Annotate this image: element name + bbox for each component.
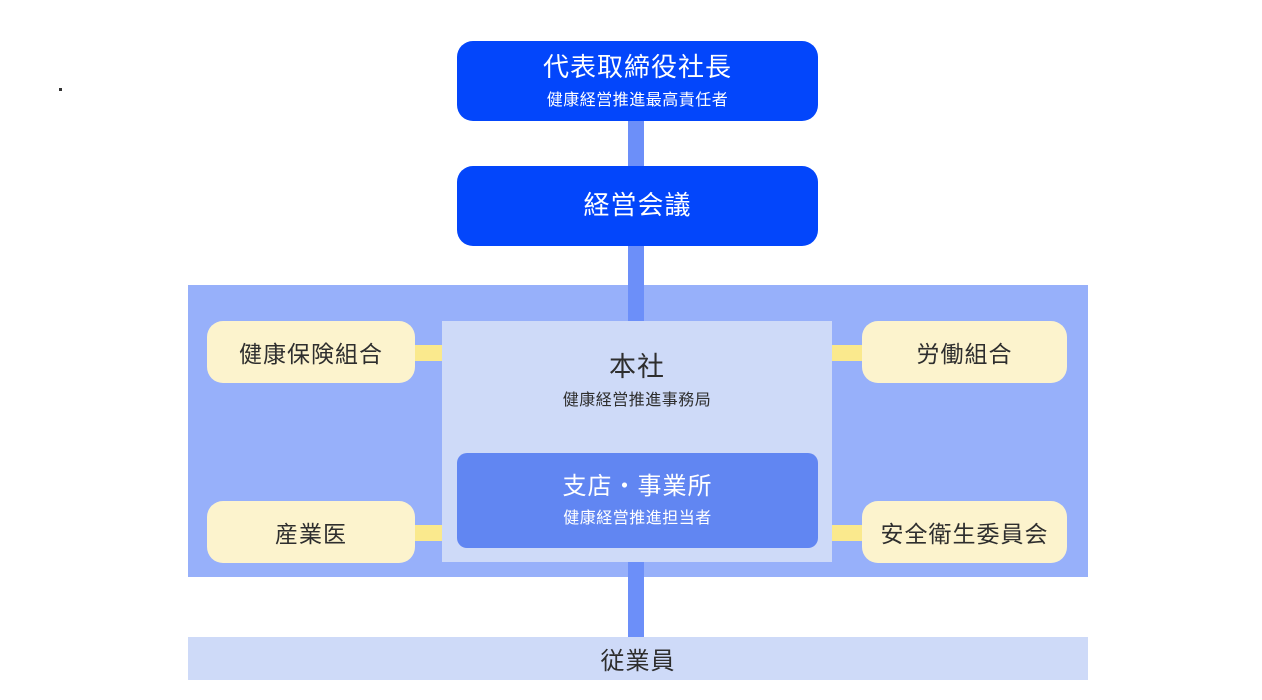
headquarters-title: 本社 bbox=[609, 352, 665, 382]
president-subtitle: 健康経営推進最高責任者 bbox=[546, 91, 729, 109]
industrial-physician-label: 産業医 bbox=[275, 521, 347, 547]
connector-president-meeting bbox=[628, 121, 644, 166]
branches-box: 支店・事業所 健康経営推進担当者 bbox=[457, 453, 818, 548]
headquarters-subtitle: 健康経営推進事務局 bbox=[562, 392, 712, 410]
link-industrial-physician bbox=[415, 525, 443, 541]
health-insurance-union-box: 健康保険組合 bbox=[207, 321, 415, 383]
labor-union-label: 労働組合 bbox=[916, 341, 1013, 367]
employees-label: 従業員 bbox=[600, 648, 676, 675]
employees-bar: 従業員 bbox=[188, 637, 1088, 680]
safety-committee-box: 安全衛生委員会 bbox=[862, 501, 1067, 563]
link-health-insurance bbox=[415, 345, 443, 361]
artifact-dot bbox=[59, 88, 62, 91]
link-safety-committee bbox=[831, 525, 862, 541]
link-labor-union bbox=[831, 345, 862, 361]
health-insurance-union-label: 健康保険組合 bbox=[239, 341, 383, 367]
president-box: 代表取締役社長 健康経営推進最高責任者 bbox=[457, 41, 818, 121]
safety-committee-label: 安全衛生委員会 bbox=[880, 521, 1049, 547]
management-meeting-title: 経営会議 bbox=[583, 190, 692, 221]
president-title: 代表取締役社長 bbox=[542, 52, 732, 83]
branches-subtitle: 健康経営推進担当者 bbox=[563, 510, 712, 528]
connector-headquarters-employees bbox=[628, 562, 644, 637]
industrial-physician-box: 産業医 bbox=[207, 501, 415, 563]
branches-title: 支店・事業所 bbox=[562, 472, 713, 500]
management-meeting-box: 経営会議 bbox=[457, 166, 818, 246]
connector-meeting-headquarters bbox=[628, 246, 644, 322]
labor-union-box: 労働組合 bbox=[862, 321, 1067, 383]
